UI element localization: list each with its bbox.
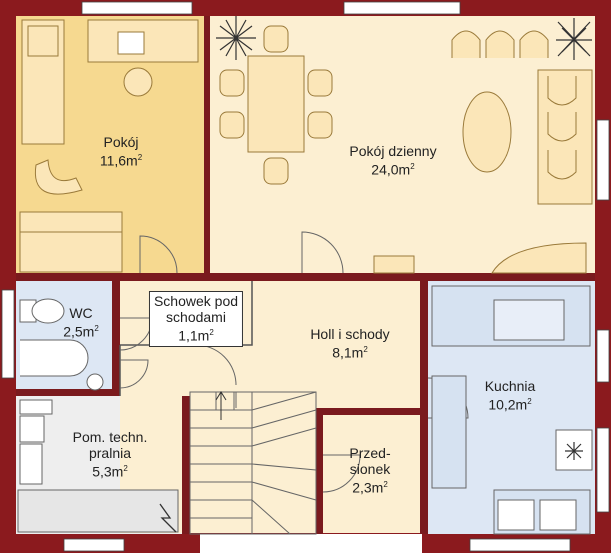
room-name: WC	[69, 305, 93, 321]
stairs	[189, 391, 317, 535]
room-area: 2,5m2	[63, 323, 99, 340]
room-label-przedsionek: Przed- sionek 2,3m2	[349, 445, 390, 496]
room-area: 1,1m2	[178, 327, 214, 344]
room-name: Pom. techn.	[72, 429, 148, 445]
pokoj-furniture	[19, 19, 199, 273]
interior-walls	[16, 16, 595, 534]
kitchen-fixtures	[431, 285, 593, 535]
room-label-kuchnia: Kuchnia 10,2m2	[485, 378, 536, 413]
room-label-holl: Holl i schody 8,1m2	[310, 326, 389, 361]
room-name-line2: sionek	[349, 461, 391, 477]
room-area: 2,3m2	[352, 479, 388, 496]
snowflake-icon	[565, 442, 583, 460]
room-label-tech: Pom. techn. pralnia 5,3m2	[73, 429, 148, 480]
room-label-schowek: Schowek pod schodami 1,1m2	[148, 291, 244, 347]
room-name: Holl i schody	[310, 326, 390, 342]
room-area: 5,3m2	[92, 463, 128, 480]
room-name: Kuchnia	[484, 378, 536, 394]
room-name-line2: schodami	[166, 309, 226, 325]
room-area: 8,1m2	[332, 344, 368, 361]
room-area: 10,2m2	[488, 396, 532, 413]
room-label-pokoj: Pokój 11,6m2	[100, 134, 142, 169]
tech-fixtures	[17, 399, 179, 533]
room-name: Pokój dzienny	[349, 143, 437, 159]
dining-set	[219, 25, 333, 185]
plant-icon	[216, 16, 592, 60]
wc-fixtures	[19, 298, 104, 391]
room-area: 11,6m2	[99, 152, 143, 169]
front-door-opening	[200, 534, 422, 553]
room-label-wc: WC 2,5m2	[63, 305, 99, 340]
room-name-line2: pralnia	[88, 445, 132, 461]
lightning-icon	[159, 503, 177, 533]
room-name: Przed-	[349, 445, 391, 461]
sofa-set	[373, 30, 593, 274]
room-area: 24,0m2	[371, 161, 415, 178]
room-name: Pokój	[103, 134, 139, 150]
room-name: Schowek pod	[153, 293, 239, 309]
room-label-dzienny: Pokój dzienny 24,0m2	[349, 143, 436, 178]
